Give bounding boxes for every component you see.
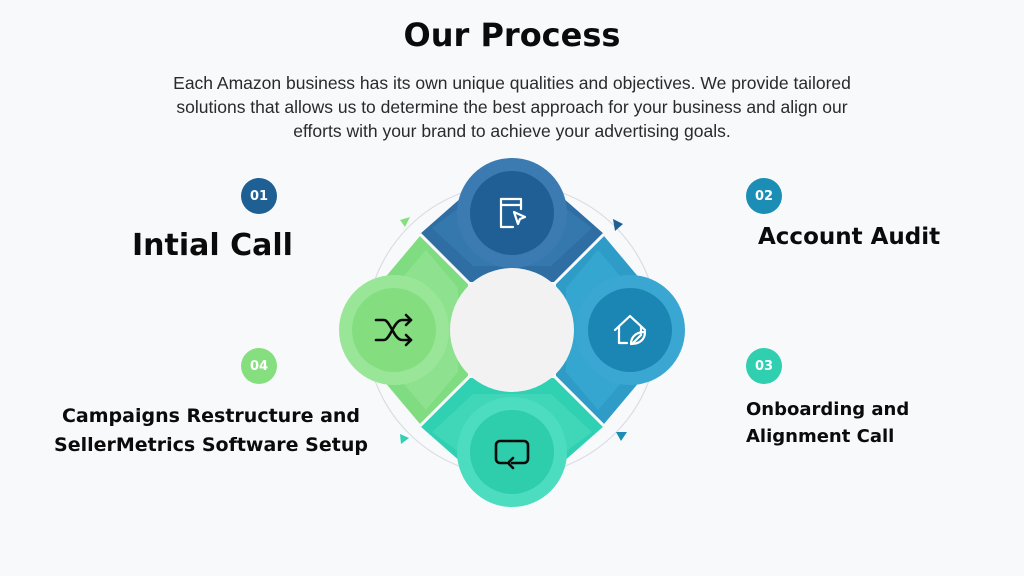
step-03-badge: 03 <box>746 348 782 384</box>
arrow-marker-top-right <box>613 219 623 231</box>
step-04-label: Campaigns Restructure and SellerMetrics … <box>54 405 368 456</box>
step-02-inner-circle <box>588 288 672 372</box>
step-04-badge: 04 <box>241 348 277 384</box>
step-02-badge: 02 <box>746 178 782 214</box>
arrow-marker-top-left <box>400 217 410 227</box>
step-01-inner-circle <box>470 171 554 255</box>
step-03-inner-circle <box>470 410 554 494</box>
repeat-icon <box>494 439 530 470</box>
center-circle <box>450 268 574 392</box>
arrow-marker-bottom-right <box>616 432 627 441</box>
arrow-marker-bottom-left <box>400 434 409 444</box>
page-title: Our Process <box>403 16 621 54</box>
step-04-inner-circle <box>352 288 436 372</box>
step-02-label: Account Audit <box>758 224 941 250</box>
home-leaf-icon <box>613 314 647 346</box>
shuffle-icon <box>374 313 413 347</box>
document-cursor-icon <box>499 197 527 229</box>
page-description: Each Amazon business has its own unique … <box>173 73 851 141</box>
step-01-label: Intial Call <box>132 228 293 263</box>
step-03-label: Onboarding and Alignment Call <box>746 399 910 447</box>
step-01-badge: 01 <box>241 178 277 214</box>
